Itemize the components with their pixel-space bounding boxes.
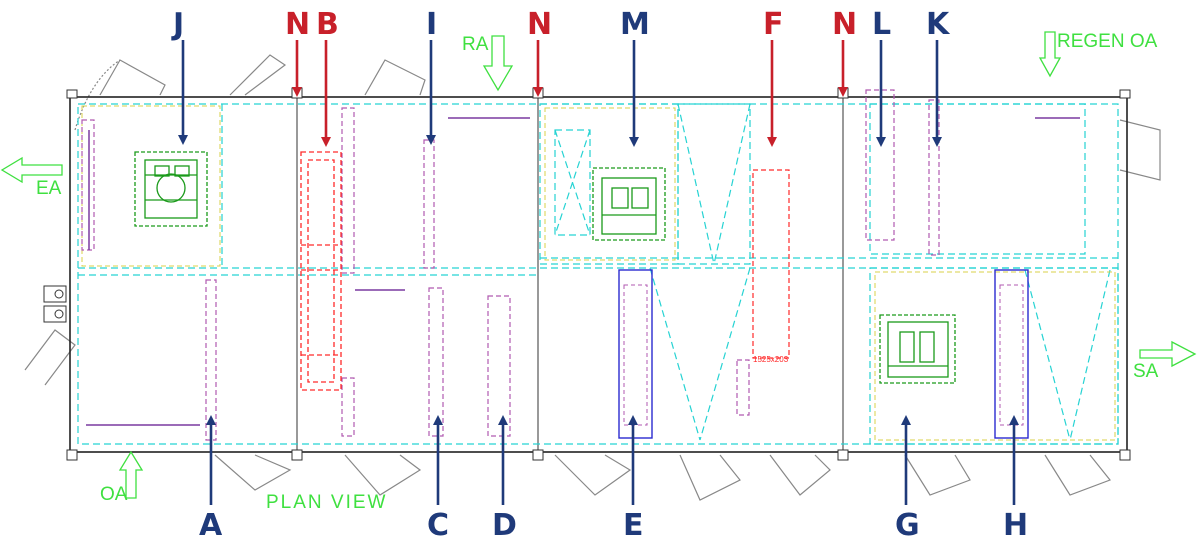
callout-H: H xyxy=(1003,508,1028,541)
callout-N-2: N xyxy=(527,7,552,42)
callout-N-1: N xyxy=(285,7,310,42)
oa-label: OA xyxy=(100,484,128,505)
regen-oa-label: REGEN OA xyxy=(1057,31,1158,52)
internal-partitions xyxy=(77,103,1119,445)
top-callout-arrows xyxy=(178,40,942,147)
callout-F: F xyxy=(763,7,784,42)
callout-L: L xyxy=(872,7,891,42)
callout-N-3: N xyxy=(832,7,857,42)
callout-A: A xyxy=(199,508,223,541)
yellow-outlines xyxy=(81,105,1116,441)
divider-caps xyxy=(66,87,1131,461)
callout-I: I xyxy=(426,7,437,42)
ea-label: EA xyxy=(36,178,62,199)
heat-wheel-b xyxy=(300,151,342,391)
section-dividers xyxy=(296,88,844,460)
callout-M: M xyxy=(620,7,650,42)
blue-frames xyxy=(618,269,1029,439)
heater-dimension: 1525x203 xyxy=(753,355,789,364)
fan-unit-m xyxy=(592,167,666,241)
callout-B: B xyxy=(316,7,339,42)
coil-sections xyxy=(81,89,940,441)
sa-label: SA xyxy=(1133,361,1159,382)
heater-f xyxy=(752,169,790,359)
plan-view-title: PLAN VIEW xyxy=(266,492,387,513)
callout-E: E xyxy=(623,508,644,541)
bottom-callout-arrows xyxy=(206,415,1019,505)
rails xyxy=(86,117,1080,426)
fan-unit-j xyxy=(134,151,208,227)
top-callout-letters: J N B I N M F N L K xyxy=(171,7,951,42)
callout-C: C xyxy=(427,508,449,541)
callout-J: J xyxy=(171,7,184,42)
door-swings xyxy=(24,54,1161,501)
fan-unit-g xyxy=(879,314,956,384)
callout-G: G xyxy=(895,508,920,541)
callout-K: K xyxy=(926,7,951,42)
callout-D: D xyxy=(492,508,517,541)
unit-casing xyxy=(69,96,1128,453)
airflow-arrows xyxy=(0,31,1197,499)
bottom-callout-letters: A C D E G H xyxy=(199,508,1028,541)
side-connectors xyxy=(43,285,67,323)
blue-frame-inner xyxy=(623,284,1024,426)
ra-label: RA xyxy=(462,34,489,55)
